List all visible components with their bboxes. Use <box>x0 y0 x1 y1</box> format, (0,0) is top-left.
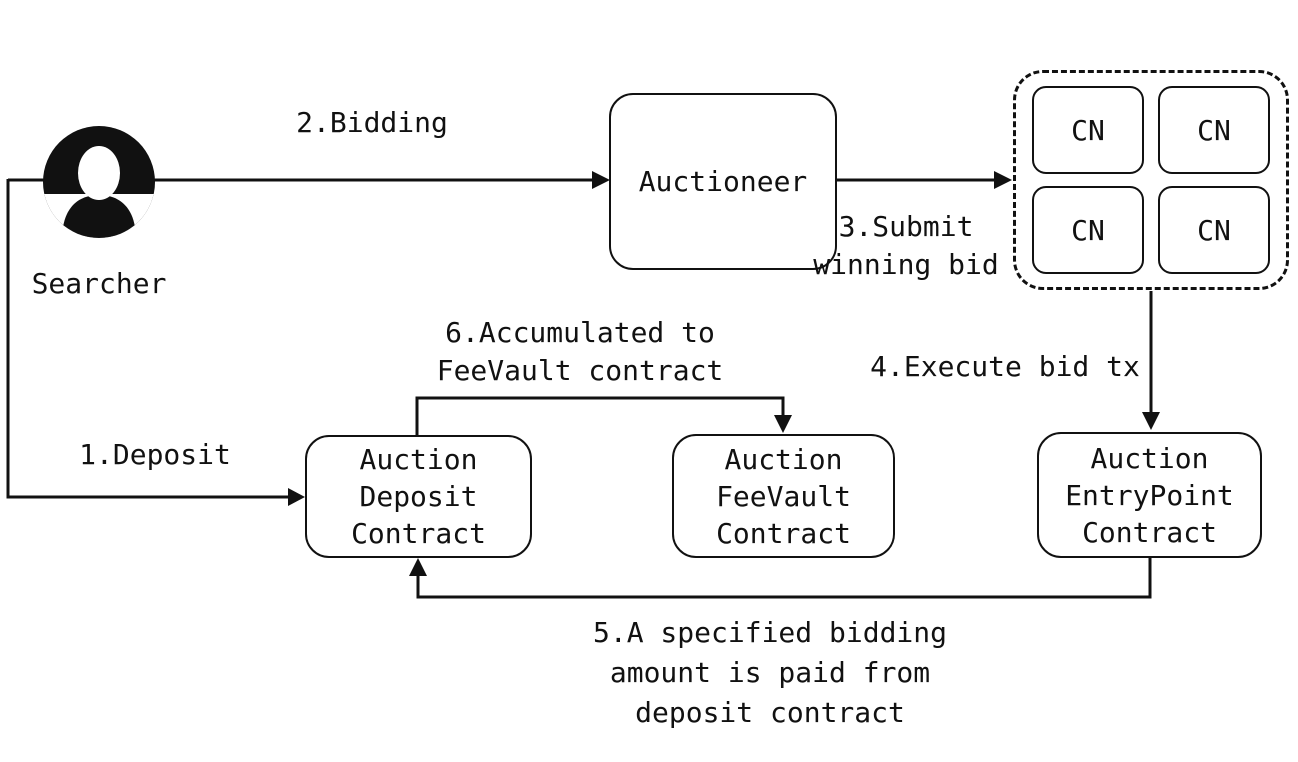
user-icon <box>43 126 155 238</box>
actor-label: Searcher <box>31 267 167 300</box>
node-cn-1-label: CN <box>1071 113 1105 147</box>
node-cn-2-label: CN <box>1197 113 1231 147</box>
feevault-line-2: FeeVault <box>716 479 851 513</box>
node-cn-2: CN <box>1158 86 1270 174</box>
edge-accumulated-line <box>415 396 785 436</box>
arrowhead-submit <box>994 171 1012 189</box>
edge-label-submit: 3.Submit winning bid <box>813 208 998 284</box>
accumulated-line-1: 6.Accumulated to <box>445 316 715 349</box>
node-cn-3-label: CN <box>1071 213 1105 247</box>
node-cn-3: CN <box>1032 186 1144 274</box>
paid-line-3: deposit contract <box>635 696 905 729</box>
node-auction-entrypoint-contract: Auction EntryPoint Contract <box>1037 432 1262 558</box>
node-auctioneer: Auctioneer <box>609 93 837 270</box>
paid-line-1: 5.A specified bidding <box>592 616 948 649</box>
node-cn-4-label: CN <box>1197 213 1231 247</box>
entrypoint-line-1: Auction <box>1090 441 1209 475</box>
deposit-line-3: Contract <box>351 517 486 550</box>
edge-label-bidding: 2.Bidding <box>296 106 448 139</box>
arrowhead-deposit <box>288 488 305 506</box>
edge-paid-line <box>416 557 1152 599</box>
arrowhead-accumulated <box>774 415 792 433</box>
consensus-node-cluster: CN CN CN CN <box>1013 70 1289 290</box>
submit-line-1: 3.Submit <box>838 210 974 243</box>
deposit-line-1: Auction <box>359 443 478 476</box>
submit-line-2: winning bid <box>813 248 999 281</box>
entrypoint-line-3: Contract <box>1082 515 1217 549</box>
feevault-line-3: Contract <box>716 516 851 550</box>
edge-deposit-line <box>6 179 288 499</box>
edge-label-paid: 5.A specified bidding amount is paid fro… <box>593 613 947 733</box>
feevault-line-1: Auction <box>724 442 843 476</box>
node-cn-4: CN <box>1158 186 1270 274</box>
node-auction-feevault-contract: Auction FeeVault Contract <box>672 434 895 558</box>
paid-line-2: amount is paid from <box>609 656 931 689</box>
entrypoint-line-2: EntryPoint <box>1065 478 1234 512</box>
accumulated-line-2: FeeVault contract <box>436 354 724 387</box>
edge-label-deposit: 1.Deposit <box>79 438 231 471</box>
node-auction-deposit-contract: Auction Deposit Contract <box>305 435 532 558</box>
arrowhead-bidding <box>592 171 610 189</box>
edge-label-accumulated: 6.Accumulated to FeeVault contract <box>437 314 724 390</box>
edge-label-execute: 4.Execute bid tx <box>870 350 1140 383</box>
arrowhead-execute <box>1142 412 1160 430</box>
arrowhead-paid <box>409 558 427 576</box>
node-cn-1: CN <box>1032 86 1144 174</box>
node-auctioneer-label: Auctioneer <box>638 165 808 198</box>
deposit-line-2: Deposit <box>359 480 478 513</box>
